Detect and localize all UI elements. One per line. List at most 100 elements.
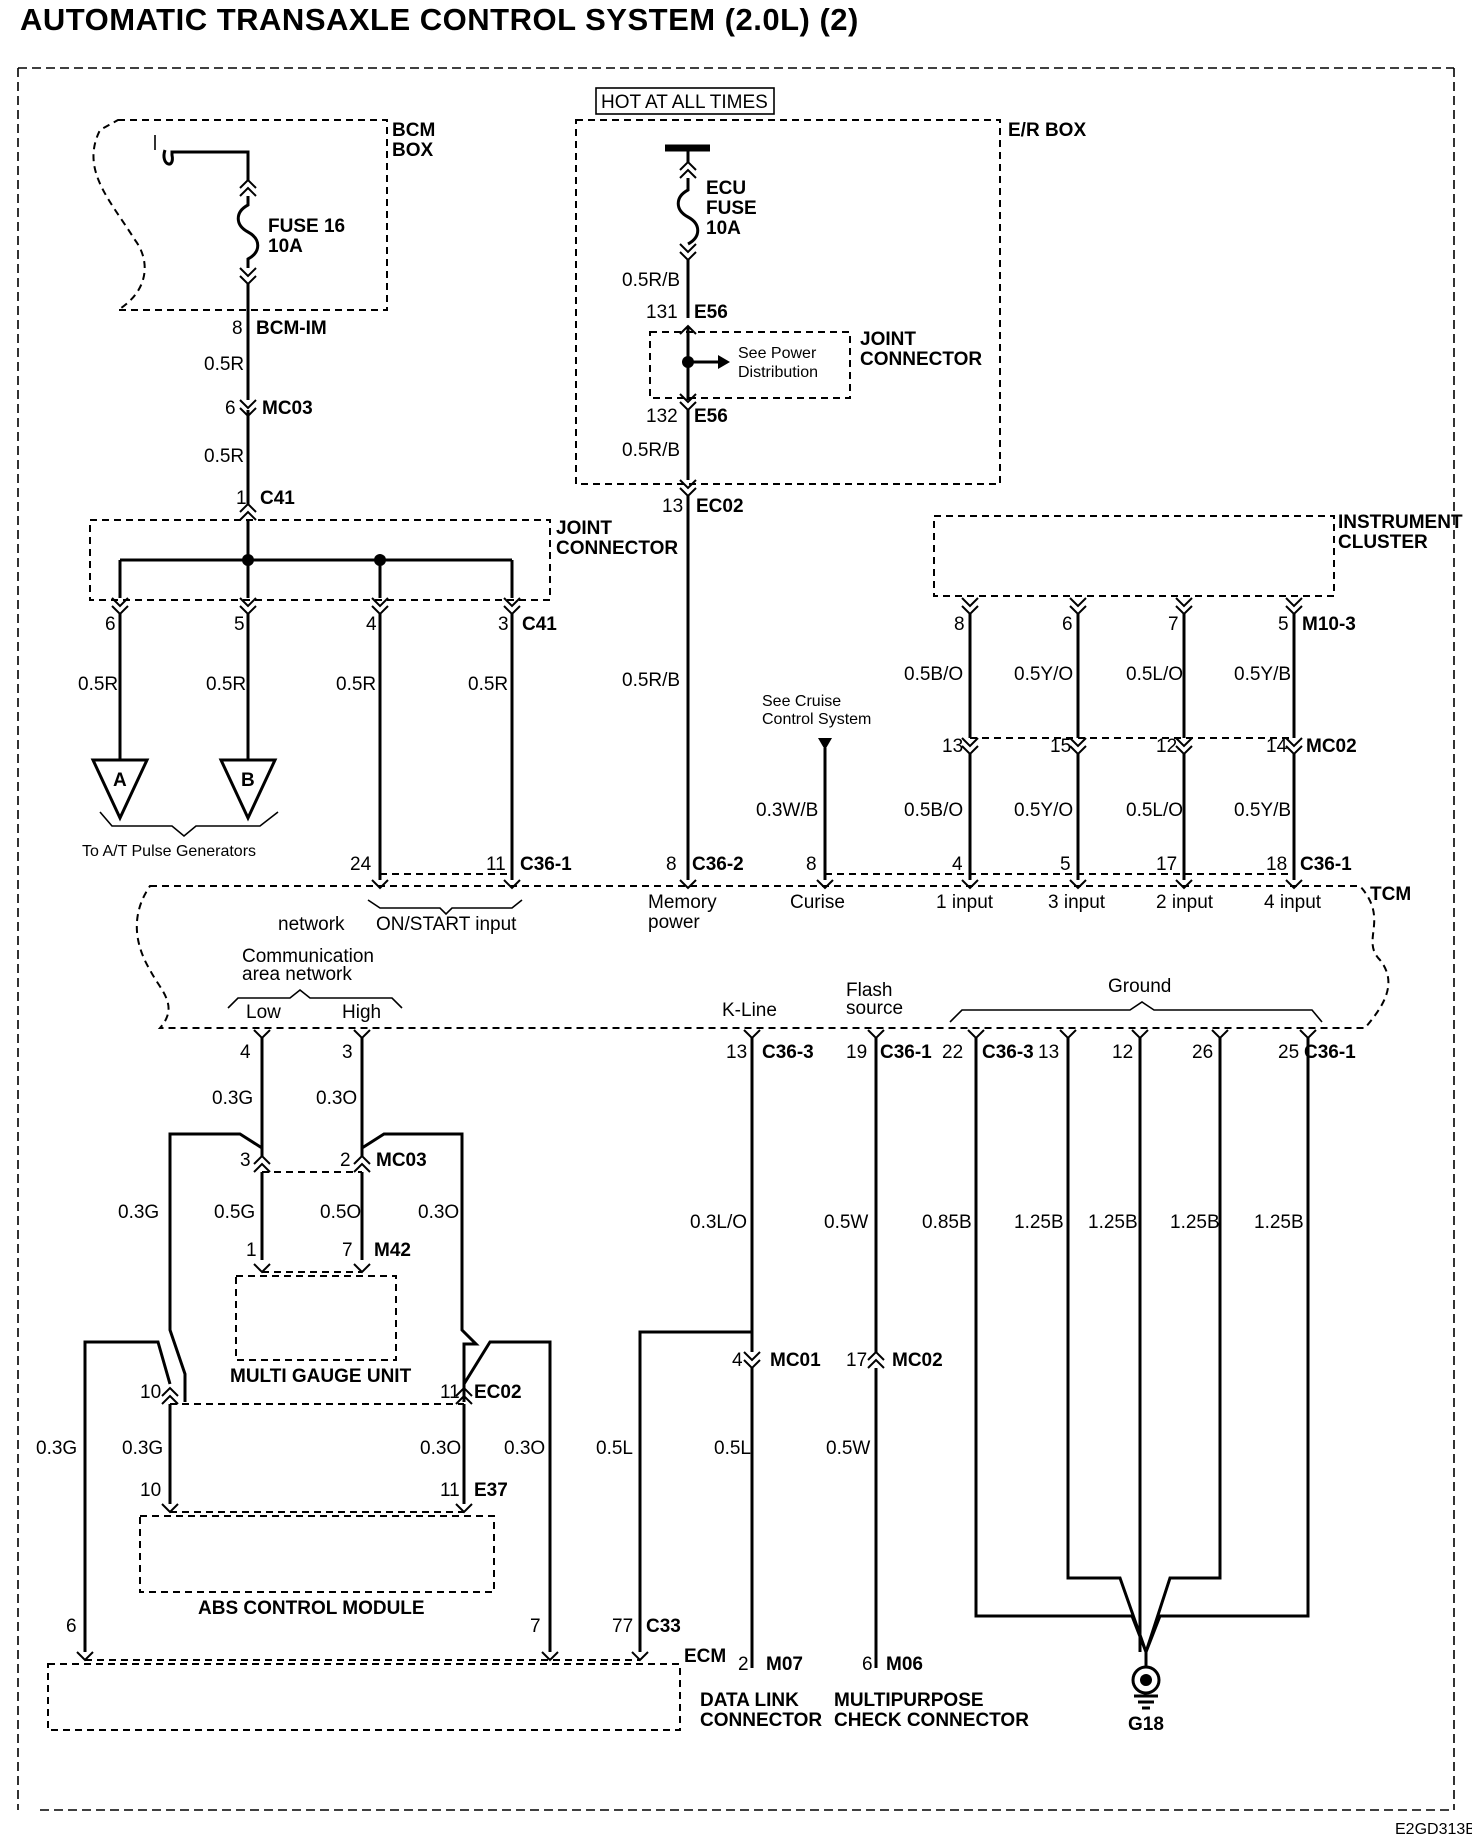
pin-label: 1 [246, 1240, 257, 1261]
pin-label: 8 [232, 318, 243, 339]
bcm-box-label-2: BOX [392, 140, 434, 161]
ground-g18-center [1140, 1674, 1152, 1686]
arrow-right-icon [718, 355, 730, 369]
connector-c36-1: C36-1 [520, 854, 572, 875]
hot-at-all-times: HOT AT ALL TIMES [601, 92, 768, 113]
m42-connectors [253, 1263, 371, 1274]
ecu-fuse-top-connector [679, 160, 697, 179]
can-bracket [227, 988, 403, 1009]
instrument-cluster-box [933, 515, 1335, 597]
pin-label: 2 [738, 1654, 749, 1675]
wire-label: 0.5L/O [1126, 664, 1183, 685]
pin-label: 6 [66, 1616, 77, 1637]
pin-label: 8 [954, 614, 965, 635]
mc02-to-tcm-wires [968, 754, 1296, 880]
pin-label: 11 [440, 1480, 460, 1501]
see-cruise-label-2: Control System [762, 711, 871, 728]
tcm-low: Low [246, 1002, 281, 1023]
outer-frame [17, 67, 1455, 1811]
wire-label: 0.5L [596, 1438, 633, 1459]
joint-connector-label-1: JOINT [556, 518, 612, 539]
pin-label: 13 [942, 736, 963, 757]
fuse16-symbol [236, 196, 260, 268]
pin-label: 12 [1112, 1042, 1133, 1063]
data-link-label-1: DATA LINK [700, 1690, 799, 1711]
wire-label: 0.3O [316, 1088, 357, 1109]
connector-c41: C41 [522, 614, 557, 635]
er-box-label: E/R BOX [1008, 120, 1086, 141]
pin-label: 10 [140, 1382, 161, 1403]
connector-c36-3: C36-3 [982, 1042, 1034, 1063]
connector-c33: C33 [646, 1616, 681, 1637]
joint-c41-bus [118, 520, 514, 598]
pin-label: 8 [666, 854, 677, 875]
diagram-title: AUTOMATIC TRANSAXLE CONTROL SYSTEM (2.0L… [20, 2, 859, 37]
pin-label: 13 [662, 496, 683, 517]
connector-e37: E37 [474, 1480, 508, 1501]
pin-label: 131 [646, 302, 678, 323]
tcm-flash-1: Flash [846, 980, 892, 1001]
pin-label: 3 [240, 1150, 251, 1171]
connector-mc02: MC02 [1306, 736, 1357, 757]
pin-label: 26 [1192, 1042, 1213, 1063]
pin-label: 4 [240, 1042, 251, 1063]
pin-label: 14 [1266, 736, 1288, 757]
mc03-can-connectors [253, 1154, 371, 1173]
bcm-box-outline [92, 119, 388, 311]
fuse16-top-connector [239, 178, 257, 197]
connector-c41: C41 [260, 488, 295, 509]
mc02-connectors [961, 737, 1303, 756]
bcm-feed-wire [162, 149, 250, 180]
wire-label: 0.3G [118, 1202, 159, 1223]
wire-label: 0.5R/B [622, 270, 680, 291]
pin-label: 22 [942, 1042, 963, 1063]
bcm-box-label-1: BCM [392, 120, 435, 141]
wire-label: 0.85B [922, 1212, 972, 1233]
pin-label: 6 [1062, 614, 1073, 635]
wire-label: 0.5R [78, 674, 118, 695]
tcm-input-2: 2 input [1156, 892, 1214, 913]
instrument-cluster-label-1: INSTRUMENT [1338, 512, 1463, 533]
instrument-cluster-label-2: CLUSTER [1338, 532, 1428, 553]
wire-label: 0.5R [336, 674, 376, 695]
tcm-outline [135, 885, 1390, 1029]
pin-label: 132 [646, 406, 678, 427]
see-cruise-label-1: See Cruise [762, 693, 841, 710]
wire-label: 0.5R [204, 354, 244, 375]
pin-label: 5 [1278, 614, 1289, 635]
ec02-connector [679, 479, 697, 498]
ecu-fuse-symbol [676, 178, 700, 246]
pulse-generators-label: To A/T Pulse Generators [82, 843, 256, 860]
pin-label: 6 [225, 398, 236, 419]
pin-label: 24 [350, 854, 372, 875]
multipurpose-label-2: CHECK CONNECTOR [834, 1710, 1029, 1731]
ec02-to-e37-wires [168, 1404, 466, 1504]
pin-label: 6 [862, 1654, 873, 1675]
wire-label: 0.5W [824, 1212, 868, 1233]
junction-dot [374, 554, 386, 566]
tcm-on-start: ON/START input [376, 914, 517, 935]
multi-gauge-unit-box [235, 1275, 397, 1361]
outer-can-to-ecm [83, 1340, 552, 1652]
wire-label: 0.5B/O [904, 800, 963, 821]
wire-label: 0.5L/O [1126, 800, 1183, 821]
ground-symbol-icon [1134, 1652, 1158, 1710]
pulse-bracket [99, 811, 279, 838]
wire-label: 1.25B [1014, 1212, 1064, 1233]
can-branch-outer [168, 1132, 480, 1402]
connector-m07: M07 [766, 1654, 803, 1675]
wire-label: 0.5Y/O [1014, 664, 1073, 685]
pin-label: 3 [498, 614, 509, 635]
tcm-kline: K-Line [722, 1000, 777, 1021]
tcm-label: TCM [1370, 884, 1411, 905]
c36-1-top-connectors [371, 879, 1303, 890]
on-start-bracket [367, 899, 523, 916]
wire-label: 0.5W [826, 1438, 870, 1459]
pin-label: 7 [342, 1240, 353, 1261]
connector-m10-3: M10-3 [1302, 614, 1356, 635]
see-power-label-2: Distribution [738, 364, 818, 381]
pin-label: 15 [1050, 736, 1071, 757]
ecm-connectors [76, 1651, 649, 1662]
tcm-cruise: Curise [790, 892, 845, 913]
